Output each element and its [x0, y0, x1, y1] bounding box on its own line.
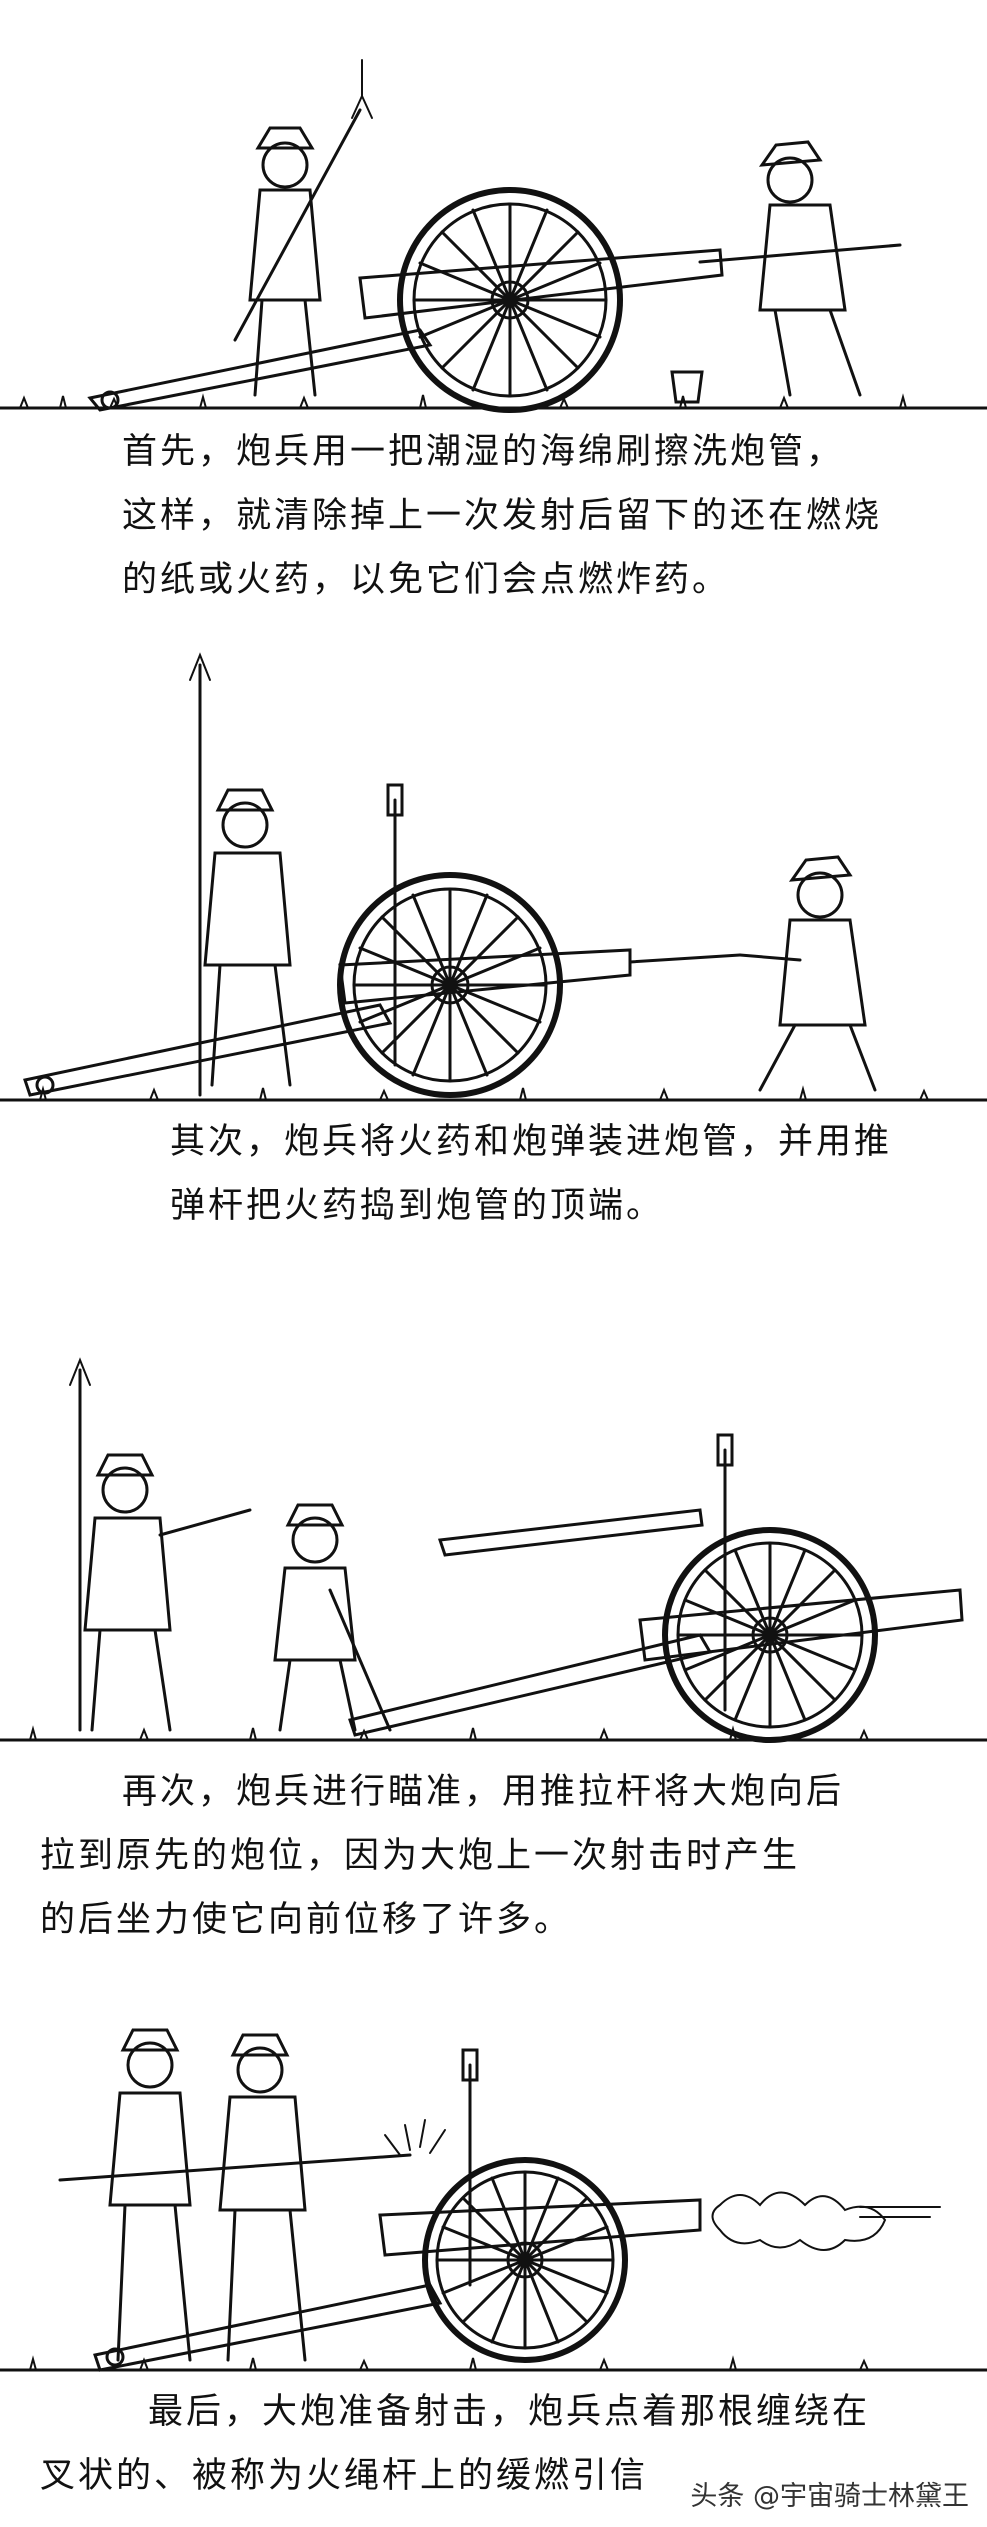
- scene-firing-gun: [0, 1985, 987, 2380]
- water-bucket: [670, 370, 704, 404]
- gunner-with-sponge: [698, 140, 902, 397]
- cannon-wheel: [422, 2157, 628, 2363]
- cannon-barrel: [338, 948, 742, 1005]
- caption-line: 首先，炮兵用一把潮湿的海绵刷擦洗炮管，: [122, 432, 845, 472]
- caption-line: 弹杆把火药捣到炮管的顶端。: [170, 1186, 665, 1226]
- ground: [0, 1725, 987, 1742]
- caption-step-3: 再次，炮兵进行瞄准，用推拉杆将大炮向后 拉到原先的炮位，因为大炮上一次射击时产生…: [40, 1760, 844, 1952]
- gun-carriage: [93, 2283, 443, 2372]
- scene-loading-barrel: [0, 625, 987, 1110]
- cannon-wheel: [397, 187, 623, 413]
- caption-step-4: 最后，大炮准备射击，炮兵点着那根缠绕在 叉状的、被称为火绳杆上的缓燃引信: [40, 2380, 870, 2508]
- gun-carriage: [348, 1508, 713, 1737]
- caption-line: 的纸或火药，以免它们会点燃炸药。: [122, 560, 731, 600]
- gunner-pointing: [69, 1357, 252, 1732]
- gunner-standing: [108, 2028, 192, 2362]
- caption-step-1: 首先，炮兵用一把潮湿的海绵刷擦洗炮管， 这样，就清除掉上一次发射后留下的还在燃烧…: [122, 420, 882, 612]
- cannon-wheel: [337, 872, 563, 1098]
- ignition-sparks: [384, 2119, 446, 2156]
- gunner-with-linstock: [233, 59, 373, 397]
- scene-sponging-barrel: [0, 0, 987, 420]
- scene-aiming-gun: [0, 1300, 987, 1750]
- caption-line: 再次，炮兵进行瞄准，用推拉杆将大炮向后: [122, 1772, 845, 1812]
- gunner-with-linstock: [189, 652, 292, 1097]
- gunner-with-handspike: [273, 1503, 392, 1732]
- muzzle-smoke: [711, 2191, 941, 2251]
- caption-line: 其次，炮兵将火药和炮弹装进炮管，并用推: [170, 1122, 893, 1162]
- caption-line: 最后，大炮准备射击，炮兵点着那根缠绕在: [148, 2392, 871, 2432]
- caption-line: 拉到原先的炮位，因为大炮上一次射击时产生: [40, 1836, 801, 1876]
- rammer-rack: [386, 783, 404, 1067]
- source-watermark: 头条 @宇宙骑士林黛王: [690, 2481, 969, 2512]
- caption-step-2: 其次，炮兵将火药和炮弹装进炮管，并用推 弹杆把火药捣到炮管的顶端。: [170, 1110, 892, 1238]
- caption-line: 这样，就清除掉上一次发射后留下的还在燃烧: [122, 496, 883, 536]
- rammer-rack: [716, 1433, 734, 1712]
- caption-line: 叉状的、被称为火绳杆上的缓燃引信: [40, 2456, 649, 2496]
- gun-carriage: [23, 1003, 393, 1097]
- ground: [0, 1085, 987, 1102]
- gunner-with-rammer: [738, 855, 877, 1092]
- cannon-barrel: [358, 248, 724, 320]
- caption-line: 的后坐力使它向前位移了许多。: [40, 1900, 573, 1940]
- gunner-with-linstock: [58, 2033, 412, 2362]
- cannon-wheel: [662, 1527, 878, 1743]
